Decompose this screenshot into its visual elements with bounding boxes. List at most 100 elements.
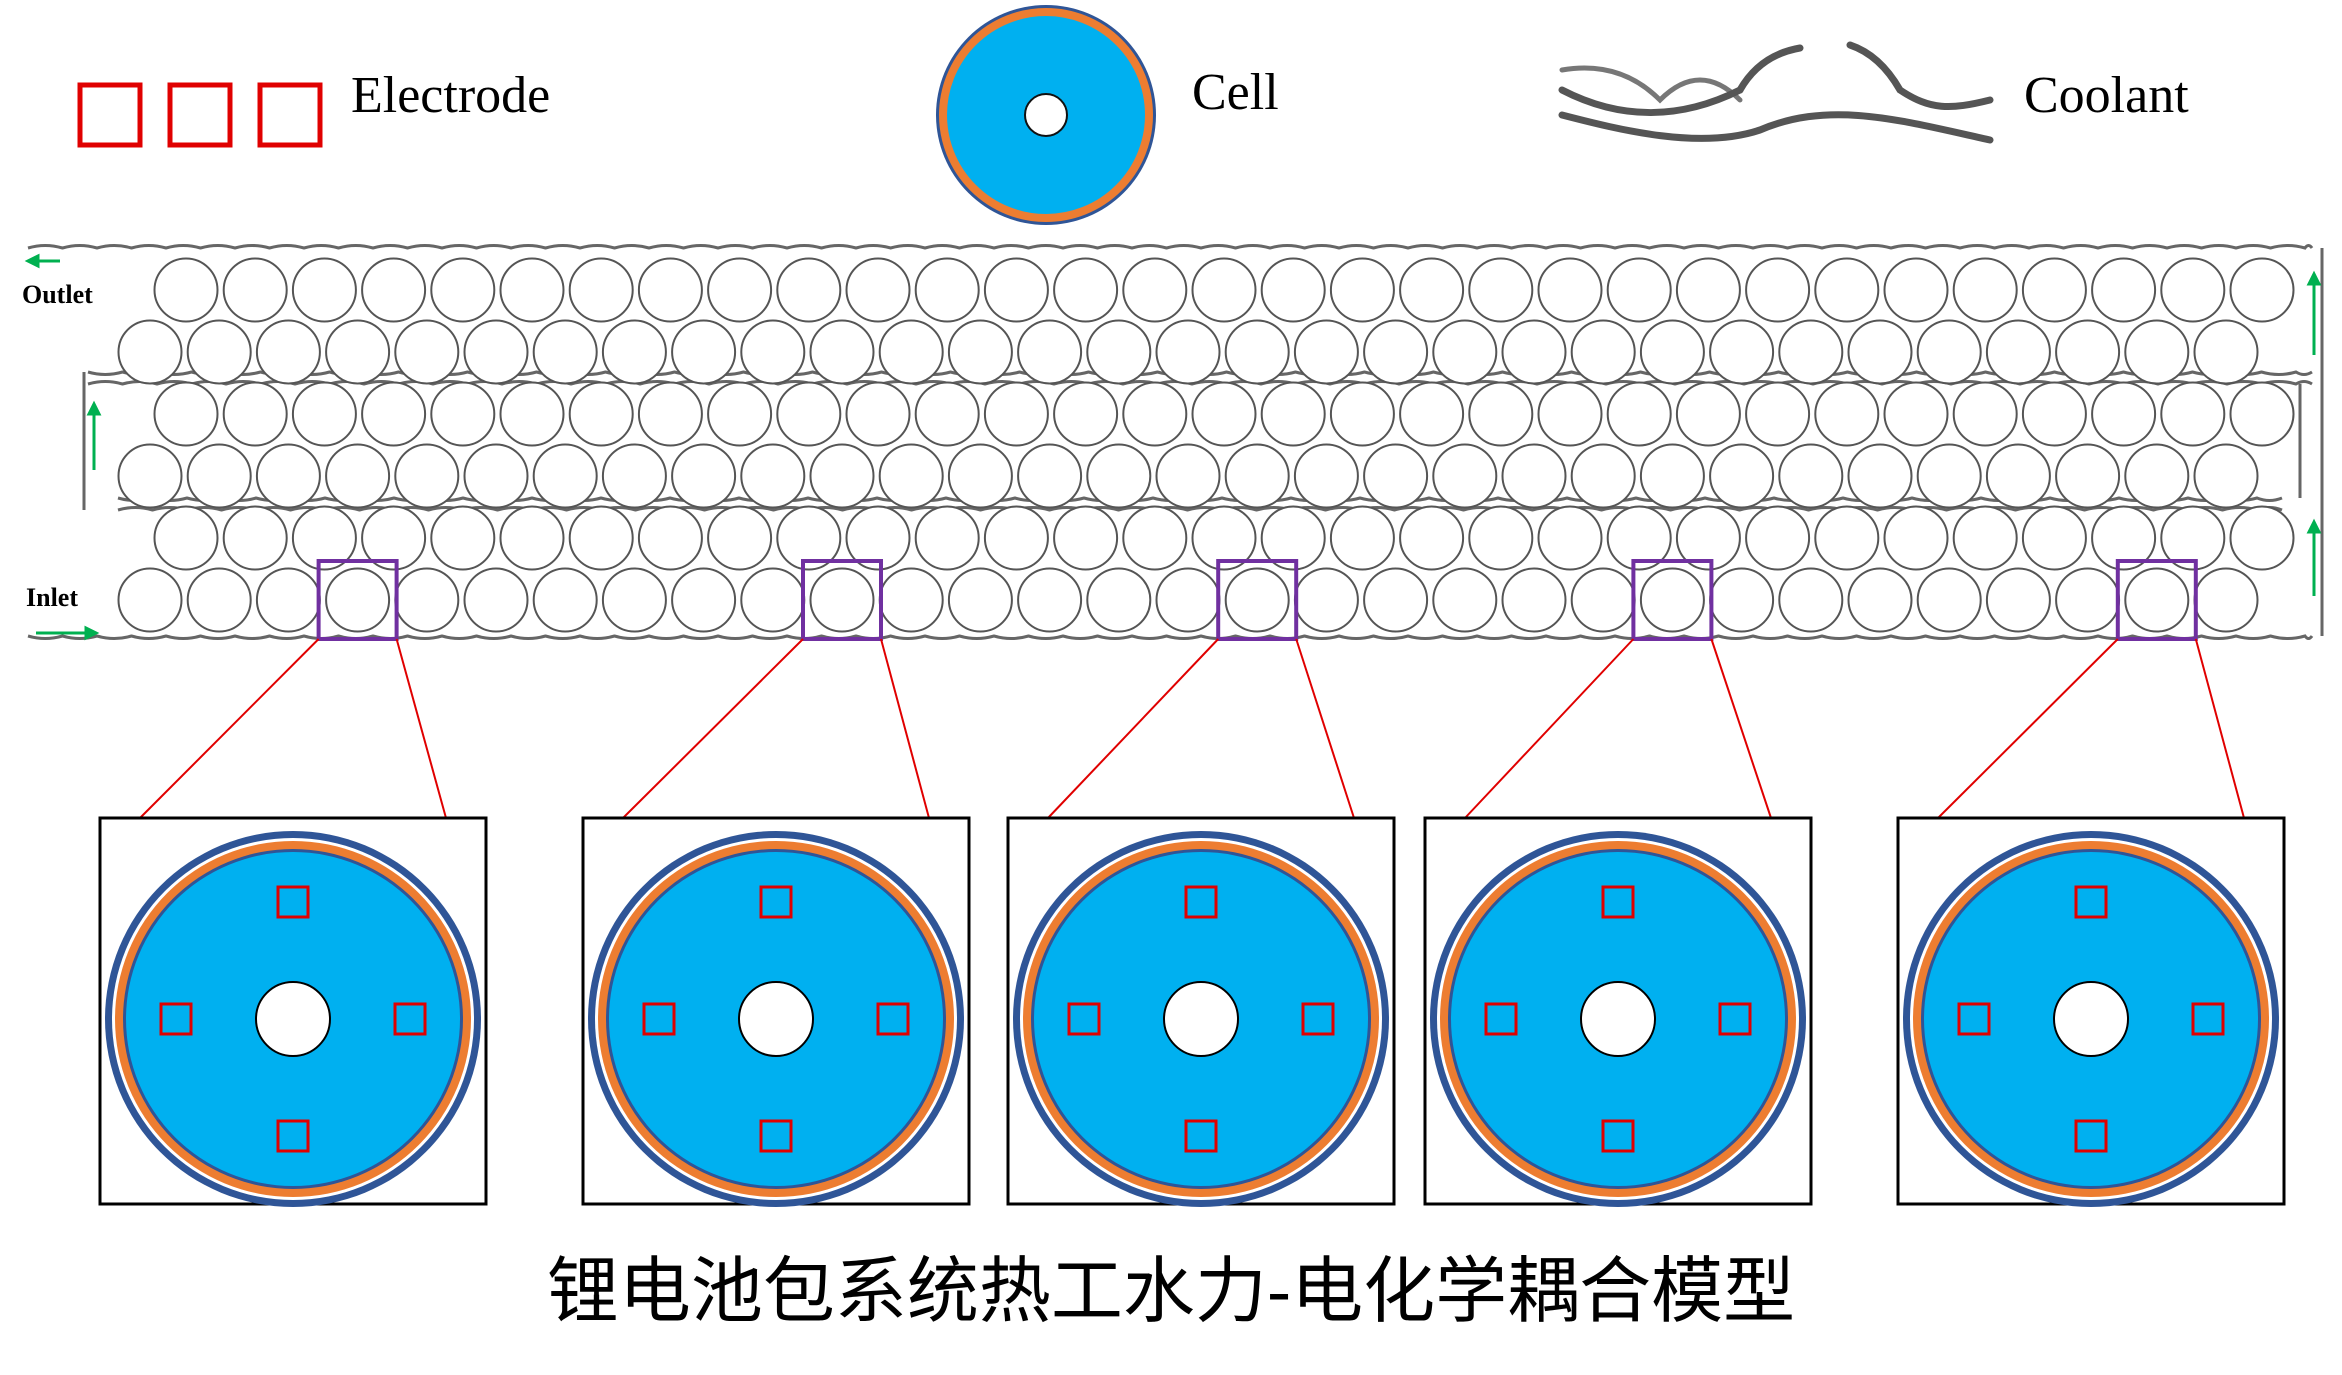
battery-cell [1814, 257, 1880, 323]
battery-cell [740, 319, 806, 385]
callout-line [1464, 638, 1635, 819]
battery-cell [186, 319, 252, 385]
left-up-arrow [86, 400, 102, 470]
battery-cell [1399, 257, 1465, 323]
battery-cell [1606, 381, 1672, 447]
battery-cell [2055, 319, 2121, 385]
callout-lines [139, 638, 2245, 819]
battery-cell [2021, 257, 2087, 323]
battery-cell [2229, 505, 2295, 571]
battery-cell [845, 257, 911, 323]
battery-cell [532, 319, 598, 385]
battery-cell [914, 505, 980, 571]
battery-cell [117, 567, 183, 633]
legend-electrode-label: Electrode [351, 67, 551, 124]
battery-cell [1501, 443, 1567, 509]
highlighted-cell-box [316, 559, 399, 641]
battery-cell [1399, 505, 1465, 571]
battery-cell [601, 567, 667, 633]
battery-cell [1432, 443, 1498, 509]
battery-cell [568, 381, 634, 447]
battery-cell [2124, 567, 2190, 633]
battery-cell [1191, 381, 1257, 447]
battery-cell [809, 567, 875, 633]
cell-hole [255, 981, 331, 1057]
battery-cell [1814, 505, 1880, 571]
callout-line [2194, 638, 2245, 819]
battery-cell [1363, 443, 1429, 509]
battery-cell [325, 443, 391, 509]
callout-line [139, 638, 320, 819]
cell-detail-view [581, 816, 971, 1207]
battery-cell [1468, 257, 1534, 323]
battery-cell [601, 443, 667, 509]
battery-cell [1293, 567, 1359, 633]
cell-detail-views [98, 816, 2286, 1207]
battery-cell [1985, 567, 2051, 633]
battery-cell [1053, 505, 1119, 571]
battery-cell [809, 443, 875, 509]
battery-cell [255, 319, 321, 385]
cell-detail-view [1423, 816, 1813, 1207]
legend-cell-label: Cell [1192, 64, 1279, 121]
battery-cell [430, 257, 496, 323]
electrode-marker [876, 1002, 910, 1036]
battery-cell [1224, 443, 1290, 509]
battery-cell [1086, 443, 1152, 509]
cell-detail-view [1006, 816, 1396, 1207]
battery-cell [1399, 381, 1465, 447]
battery-cell [2193, 319, 2259, 385]
battery-cell [776, 505, 842, 571]
battery-cell [878, 567, 944, 633]
battery-cell [707, 505, 773, 571]
battery-cell [1745, 257, 1811, 323]
battery-cell [637, 381, 703, 447]
battery-cell [532, 443, 598, 509]
battery-cell [2091, 381, 2157, 447]
battery-cell [671, 567, 737, 633]
battery-cell [1606, 257, 1672, 323]
battery-cell [1363, 319, 1429, 385]
battery-cell [222, 381, 288, 447]
electrode-marker [2191, 1002, 2225, 1036]
outlet-arrow [24, 253, 60, 269]
battery-cell [499, 505, 565, 571]
battery-cell [1501, 319, 1567, 385]
battery-cell [394, 319, 460, 385]
battery-cell [1916, 567, 1982, 633]
battery-cell [1053, 381, 1119, 447]
callout-line [880, 638, 930, 819]
legend-coolant-icon [1558, 41, 1994, 144]
battery-cell [707, 257, 773, 323]
battery-cell [1814, 381, 1880, 447]
electrode-marker [2074, 885, 2108, 919]
battery-cell [1745, 505, 1811, 571]
battery-cell [2021, 381, 2087, 447]
battery-cell [947, 567, 1013, 633]
battery-cell [1363, 567, 1429, 633]
callout-line [395, 638, 447, 819]
callout-line [1295, 638, 1355, 819]
battery-cell [186, 443, 252, 509]
battery-cell [1122, 257, 1188, 323]
battery-cell [740, 443, 806, 509]
battery-cell [2229, 257, 2295, 323]
battery-cell [1639, 319, 1705, 385]
battery-cell [947, 319, 1013, 385]
battery-cell [983, 381, 1049, 447]
electrode-marker [1184, 1119, 1218, 1153]
battery-cell [1432, 567, 1498, 633]
battery-cell [1122, 505, 1188, 571]
battery-cell [1155, 319, 1221, 385]
battery-cell [394, 443, 460, 509]
battery-cell [1778, 443, 1844, 509]
battery-cell [2091, 257, 2157, 323]
battery-cell [983, 257, 1049, 323]
electrode-marker [759, 1119, 793, 1153]
battery-cell [1155, 567, 1221, 633]
battery-cell [1709, 443, 1775, 509]
battery-cell [776, 381, 842, 447]
legend-coolant-label: Coolant [2024, 67, 2189, 124]
inlet-label: Inlet [26, 583, 78, 612]
